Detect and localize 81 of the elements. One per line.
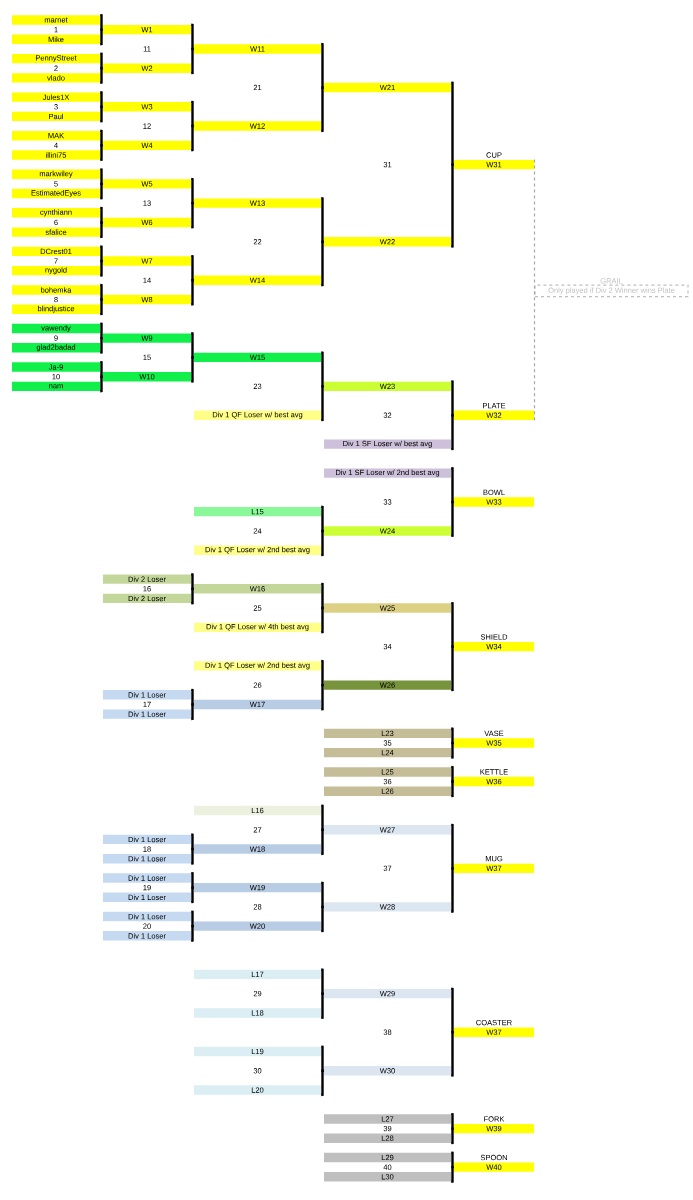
- bracket-line: [450, 727, 455, 745]
- bracket-line: [99, 298, 104, 316]
- bracket-line: [190, 833, 195, 851]
- bracket-line: [99, 91, 104, 108]
- bracket-line: [320, 660, 325, 687]
- bracket-line: [190, 688, 195, 706]
- bracket-line: [533, 290, 536, 421]
- bracket-line: [190, 201, 195, 229]
- bracket-line: [450, 163, 455, 248]
- bracket-line: [190, 910, 195, 928]
- bracket-line: [320, 905, 325, 933]
- bracket-line: [320, 828, 325, 855]
- bracket-line: [99, 336, 104, 354]
- bracket-line: [450, 867, 455, 913]
- bracket-line: [320, 505, 325, 533]
- bracket-line: [190, 573, 195, 590]
- bracket-line: [450, 741, 455, 759]
- bracket-line: [190, 178, 195, 205]
- bracket-line: [99, 375, 104, 393]
- bracket-line: [190, 100, 195, 128]
- bracket-line: [190, 124, 195, 152]
- bracket-line: [320, 43, 325, 89]
- bracket-line: [450, 1113, 455, 1130]
- bracket-line: [99, 322, 104, 340]
- bracket-line: [320, 683, 325, 711]
- bracket-line: [190, 279, 195, 306]
- bracket-line: [190, 872, 195, 889]
- bracket-line: [320, 529, 325, 557]
- bracket-line: [99, 182, 104, 200]
- bracket-line: [450, 467, 455, 504]
- bracket-line: [99, 361, 104, 378]
- bracket-line: [450, 1151, 455, 1169]
- bracket-line: [99, 168, 104, 186]
- bracket-line: [320, 351, 325, 388]
- bracket-line: [450, 1165, 455, 1183]
- bracket-line: [99, 52, 104, 70]
- bracket-line: [190, 332, 195, 359]
- bracket-line: [450, 380, 455, 417]
- bracket-line: [190, 255, 195, 282]
- bracket-line: [450, 1031, 455, 1077]
- bracket-line: [99, 206, 104, 224]
- bracket-line: [99, 129, 104, 147]
- bracket-line: [450, 414, 455, 451]
- bracket-line: [450, 602, 455, 648]
- bracket-line: [99, 105, 104, 123]
- bracket-line: [99, 14, 104, 31]
- bracket-line: [190, 23, 195, 51]
- bracket-line: [450, 780, 455, 798]
- bracket-line: [320, 992, 325, 1019]
- bracket-line: [450, 1127, 455, 1145]
- bracket-line: [320, 385, 325, 422]
- bracket-line: [450, 823, 455, 870]
- bracket-line: [190, 356, 195, 383]
- bracket-line: [320, 804, 325, 831]
- bracket-line: [450, 645, 455, 692]
- bracket-line: [320, 606, 325, 634]
- bracket-line: [99, 221, 104, 238]
- bracket-line: [450, 81, 455, 166]
- bracket-line: [99, 245, 104, 263]
- bracket-line: [190, 886, 195, 904]
- bracket-line: [99, 284, 104, 301]
- bracket-line: [190, 924, 195, 942]
- bracket-line: [450, 500, 455, 537]
- bracket-line: [190, 47, 195, 75]
- bracket-line: [320, 86, 325, 132]
- bracket-line: [99, 28, 104, 46]
- bracket-line: [190, 703, 195, 720]
- bracket-line: [99, 144, 104, 161]
- bracket-line: [320, 240, 325, 287]
- bracket-line: [450, 987, 455, 1034]
- bracket-line: [320, 881, 325, 909]
- bracket-line: [320, 582, 325, 610]
- bracket-line: [99, 67, 104, 84]
- bracket-line: [320, 1045, 325, 1072]
- bracket-line: [190, 587, 195, 605]
- bracket-line: [99, 259, 104, 277]
- bracket-line: [190, 847, 195, 865]
- bracket-line: [320, 1069, 325, 1096]
- bracket-line: [320, 968, 325, 995]
- bracket-line: [450, 766, 455, 783]
- bracket-line: [320, 197, 325, 243]
